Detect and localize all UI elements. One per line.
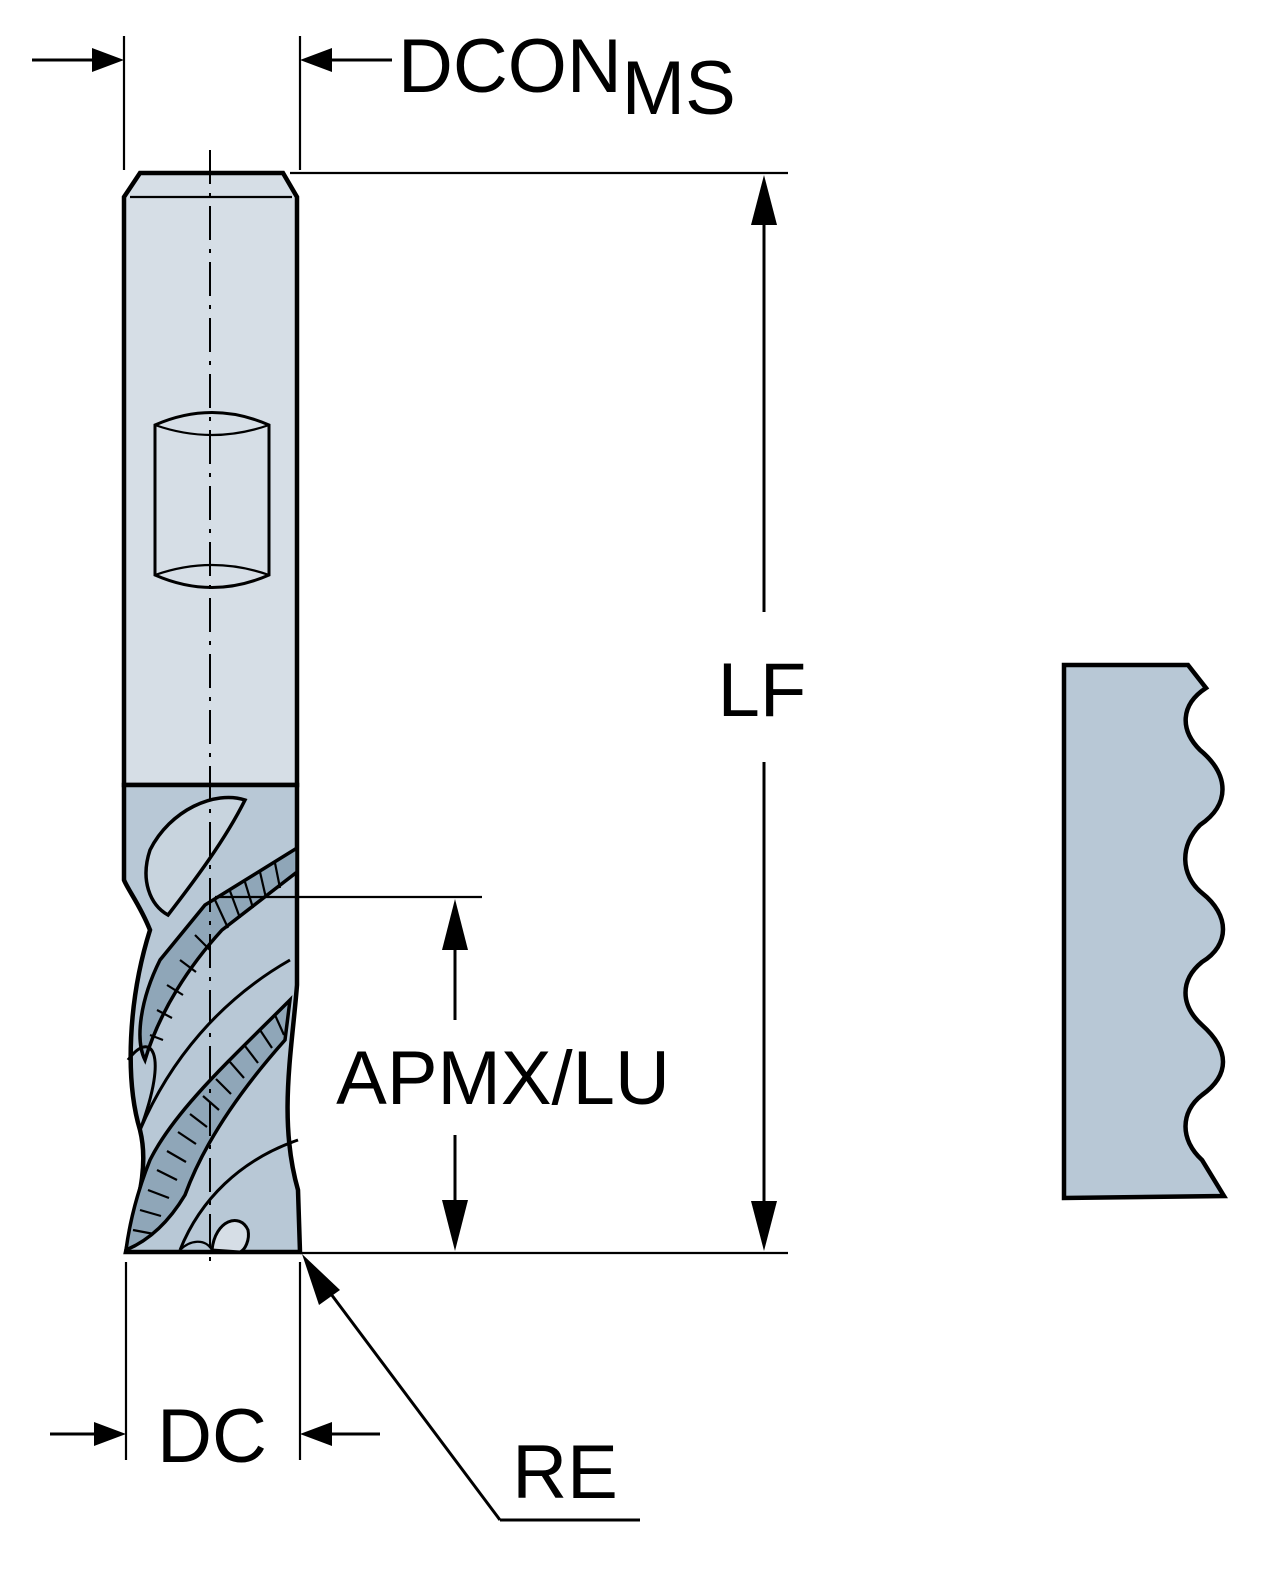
lf-label: LF	[718, 648, 807, 733]
dcon-arrow-right	[300, 48, 332, 72]
lf-dimension: LF	[290, 171, 807, 1255]
end-mill-tool	[121, 170, 303, 1255]
serration-hatch	[132, 862, 286, 1236]
apmx-label: APMX/LU	[336, 1036, 670, 1121]
tip-relief	[210, 1219, 250, 1254]
re-arrow	[302, 1254, 340, 1305]
apmx-arrow-top	[442, 899, 468, 950]
serration-profile-detail	[1061, 662, 1228, 1201]
flute-helix-line-1	[138, 958, 291, 1131]
re-dimension: RE	[302, 1254, 640, 1522]
dc-dimension: DC	[50, 1262, 380, 1479]
flute-helix-1	[144, 795, 248, 918]
lf-arrow-bottom	[751, 1201, 777, 1251]
flute-helix-line-3	[126, 1045, 157, 1131]
apmx-arrow-bottom	[442, 1200, 468, 1251]
flute-helix-line-2	[178, 1138, 299, 1251]
lf-arrow-top	[751, 175, 777, 225]
dc-label: DC	[157, 1394, 267, 1479]
dc-arrow-right	[300, 1422, 332, 1446]
shank-flat	[153, 411, 271, 589]
re-label: RE	[512, 1430, 618, 1515]
shank-flat-bottom-arc	[154, 563, 270, 577]
dcon-label: DCONMS	[398, 24, 736, 131]
shank-flat-top-arc	[154, 423, 270, 437]
dc-arrow-left	[94, 1422, 126, 1446]
cutting-edge-band-2	[123, 995, 293, 1253]
dcon-arrow-left	[92, 48, 124, 72]
dcon-dimension: DCONMS	[32, 24, 736, 170]
apmx-dimension: APMX/LU	[215, 895, 670, 1251]
re-leader-line	[326, 1289, 502, 1521]
